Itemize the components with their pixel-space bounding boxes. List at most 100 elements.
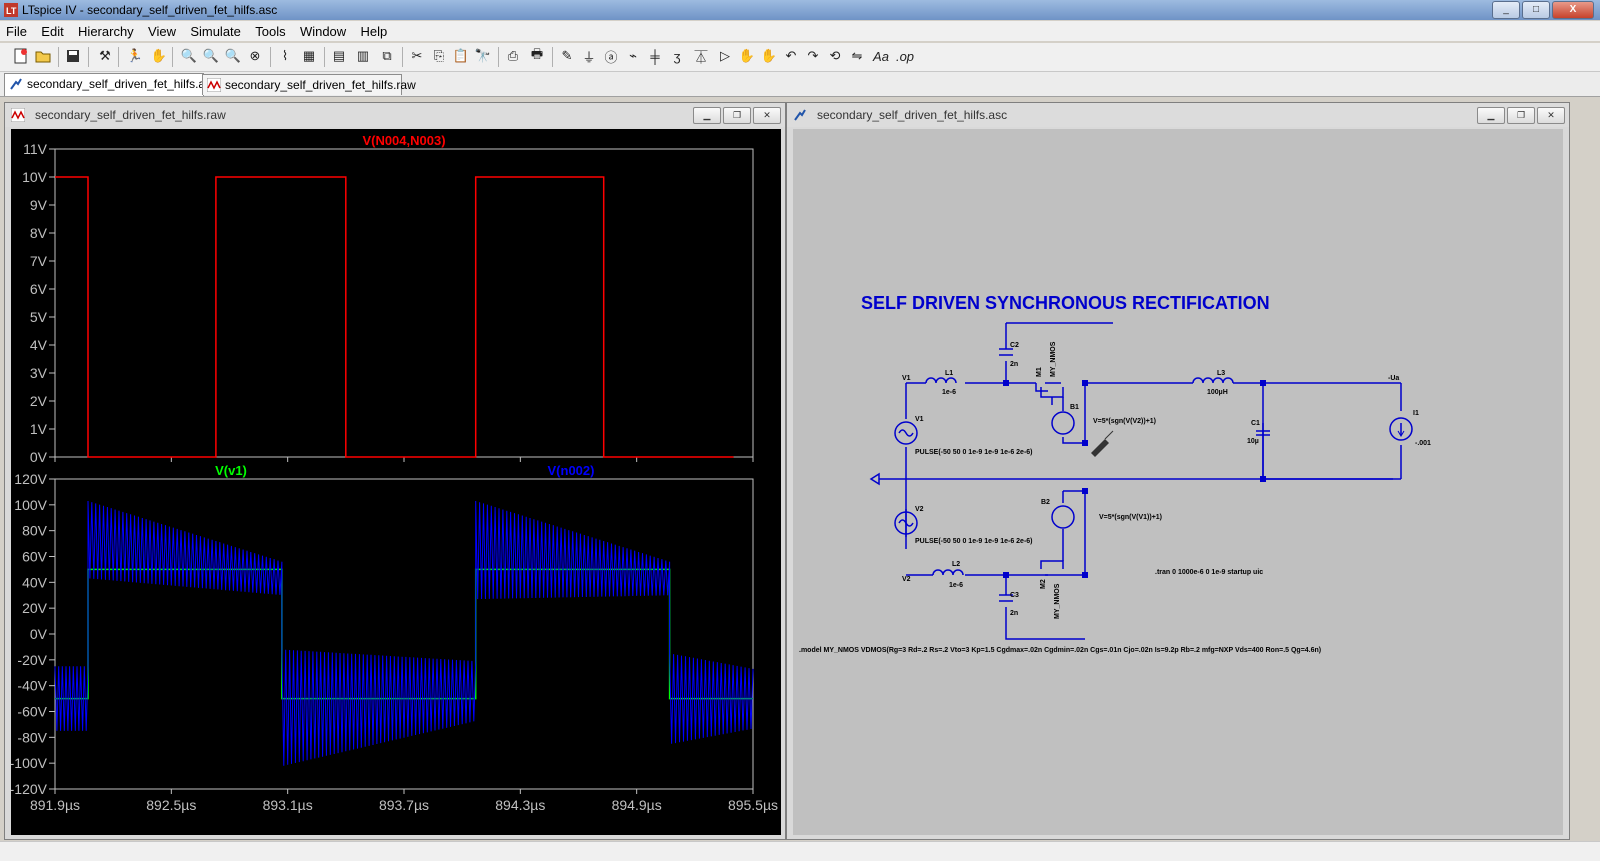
tab-waveform[interactable]: secondary_self_driven_fet_hilfs.raw [202, 74, 416, 95]
plot-frame-1 [54, 478, 754, 790]
x-tick-label: 892.5µs [146, 797, 196, 813]
schematic-icon [10, 78, 22, 90]
open-icon[interactable] [34, 47, 52, 65]
capacitor-icon[interactable]: ╪ [650, 48, 660, 64]
label-v2-src: V2 [915, 506, 924, 513]
toolbar: ⚒ 🏃 ✋ 🔍 🔍 🔍 ⊗ ⌇ ▦ ▤ ▥ ⧉ ✂ ⎘ 📋 🔭 ⎙ 🖶 ✎ ⏚ … [0, 43, 1600, 72]
document-tabs: secondary_self_driven_fet_hilfs.asc seco… [0, 72, 1600, 97]
label-icon[interactable]: ⓐ [604, 49, 618, 65]
schematic-window-title: secondary_self_driven_fet_hilfs.asc [817, 108, 1008, 122]
status-bar [0, 841, 1600, 861]
label-v1-net: V1 [902, 375, 911, 382]
menu-help[interactable]: Help [360, 24, 388, 39]
paste-icon[interactable]: 📋 [452, 48, 470, 63]
redo-icon[interactable]: ↷ [807, 48, 819, 63]
schematic-restore-button[interactable]: ❐ [1507, 107, 1535, 124]
schematic-canvas[interactable]: SELF DRIVEN SYNCHRONOUS RECTIFICATION V1… [793, 129, 1563, 835]
y-tick-label: 5V [30, 309, 48, 325]
waveform-minimize-button[interactable]: ▁ [693, 107, 721, 124]
minimize-button[interactable]: _ [1492, 1, 1520, 19]
new-schematic-icon[interactable] [12, 47, 30, 65]
save-icon[interactable] [64, 47, 82, 65]
trace-V(n002) [54, 500, 754, 766]
inductor-icon[interactable]: ʒ [673, 48, 681, 64]
grid-icon[interactable]: ▦ [302, 48, 316, 63]
label-v1-pulse: PULSE(-50 50 0 1e-9 1e-9 1e-6 2e-6) [915, 449, 1033, 456]
y-tick-label: -60V [17, 704, 47, 720]
cut-icon[interactable]: ✂ [411, 48, 423, 63]
maximize-button[interactable]: □ [1522, 1, 1550, 19]
menu-view[interactable]: View [148, 24, 176, 39]
label-l2: L2 [952, 561, 960, 568]
zoom-out-icon[interactable]: 🔍 [224, 48, 242, 63]
print-setup-icon[interactable]: ⎙ [507, 48, 519, 63]
x-tick-label: 891.9µs [30, 797, 80, 813]
label-b1: B1 [1070, 404, 1079, 411]
spice-directive-icon[interactable]: .op [895, 48, 915, 64]
tile-vertical-icon[interactable]: ▥ [356, 48, 370, 63]
label-l3: L3 [1217, 370, 1225, 377]
label-b2: B2 [1041, 499, 1050, 506]
trace-V(N004,N003) [55, 176, 734, 458]
y-tick-label: 80V [22, 523, 48, 539]
schematic-close-button[interactable]: ✕ [1537, 107, 1565, 124]
undo-icon[interactable]: ↶ [785, 48, 797, 63]
waveform-close-button[interactable]: ✕ [753, 107, 781, 124]
zoom-fit-icon[interactable]: ⊗ [249, 48, 261, 63]
resistor-icon[interactable]: ⌁ [629, 48, 637, 63]
autorange-icon[interactable]: ⌇ [281, 48, 289, 63]
schematic-window: secondary_self_driven_fet_hilfs.asc ▁ ❐ … [786, 102, 1570, 840]
label-c1: C1 [1251, 420, 1260, 427]
rotate-icon[interactable]: ⟲ [829, 48, 841, 63]
zoom-in-icon[interactable]: 🔍 [180, 48, 198, 63]
y-tick-label: 9V [30, 197, 48, 213]
drag-icon[interactable]: ✋ [760, 48, 778, 63]
diode-icon[interactable]: ⏄ [694, 49, 708, 65]
move-icon[interactable]: ✋ [738, 48, 756, 63]
menu-hierarchy[interactable]: Hierarchy [78, 24, 134, 39]
y-tick-label: -40V [17, 678, 47, 694]
y-tick-label: 2V [30, 393, 48, 409]
schematic-window-titlebar: secondary_self_driven_fet_hilfs.asc ▁ ❐ … [787, 103, 1569, 127]
menu-bar: File Edit Hierarchy View Simulate Tools … [0, 21, 1600, 41]
run-icon[interactable]: 🏃 [126, 48, 144, 63]
schematic-heading: SELF DRIVEN SYNCHRONOUS RECTIFICATION [861, 293, 1270, 313]
menu-edit[interactable]: Edit [41, 24, 64, 39]
menu-window[interactable]: Window [299, 24, 347, 39]
y-tick-label: 8V [30, 225, 48, 241]
halt-icon[interactable]: ✋ [150, 48, 168, 63]
tile-horizontal-icon[interactable]: ▤ [332, 48, 346, 63]
schematic-minimize-button[interactable]: ▁ [1477, 107, 1505, 124]
label-c1-val: 10µ [1247, 438, 1259, 445]
menu-simulate[interactable]: Simulate [190, 24, 241, 39]
y-tick-label: 6V [30, 281, 48, 297]
title-bar: LT LTspice IV - secondary_self_driven_fe… [0, 0, 1600, 20]
y-tick-label: 20V [22, 600, 48, 616]
mirror-icon[interactable]: ⇋ [851, 48, 863, 63]
label-l2-val: 1e-6 [949, 582, 963, 589]
y-tick-label: 60V [22, 549, 48, 565]
menu-file[interactable]: File [6, 24, 27, 39]
waveform-restore-button[interactable]: ❐ [723, 107, 751, 124]
y-tick-label: 40V [22, 574, 48, 590]
waveform-icon [207, 78, 221, 92]
label-m2: M2 [1040, 579, 1047, 589]
x-tick-label: 893.7µs [379, 797, 429, 813]
label-c2: C2 [1010, 342, 1019, 349]
schematic-icon [794, 109, 806, 121]
menu-tools[interactable]: Tools [255, 24, 286, 39]
find-icon[interactable]: 🔭 [474, 48, 492, 63]
cascade-icon[interactable]: ⧉ [382, 48, 392, 63]
x-tick-label: 895.5µs [728, 797, 778, 813]
close-button[interactable]: X [1552, 1, 1594, 19]
component-icon[interactable]: ▷ [720, 48, 730, 63]
copy-icon[interactable]: ⎘ [433, 48, 445, 63]
text-icon[interactable]: Aa [873, 48, 889, 64]
tab-schematic[interactable]: secondary_self_driven_fet_hilfs.asc [4, 73, 217, 96]
control-panel-icon[interactable]: ⚒ [99, 48, 111, 63]
ground-icon[interactable]: ⏚ [582, 49, 596, 65]
print-icon[interactable]: 🖶 [530, 46, 544, 61]
zoom-pan-icon[interactable]: 🔍 [202, 48, 220, 63]
wire-icon[interactable]: ✎ [561, 48, 573, 63]
